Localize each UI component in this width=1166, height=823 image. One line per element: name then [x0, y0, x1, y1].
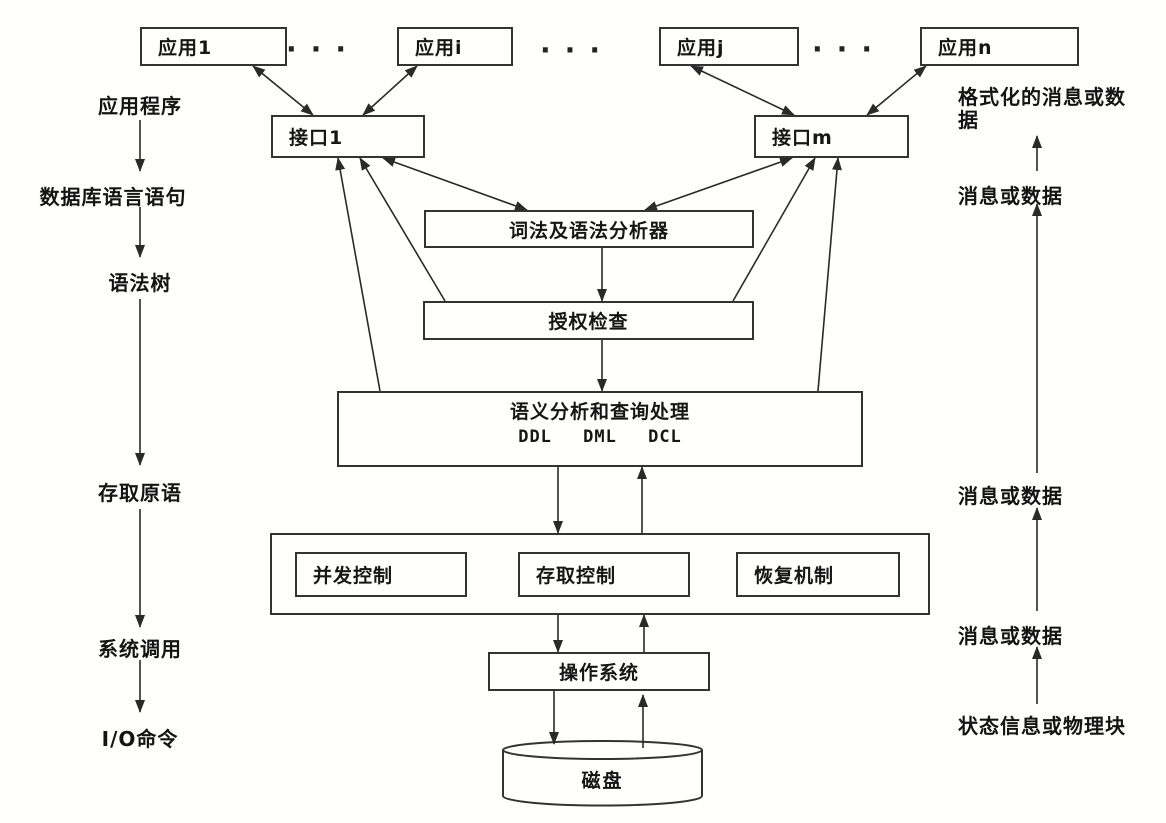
arrow [817, 157, 842, 392]
interface1-box: 接口1 [271, 115, 425, 158]
ellipsis-apps-2: ··· [540, 33, 614, 67]
arrow [644, 157, 793, 211]
auth-check-box: 授权检查 [423, 301, 754, 340]
arrow [732, 157, 816, 302]
right-flow-label-status-block: 状态信息或物理块 [958, 714, 1126, 738]
left-flow-label-access-primitive: 存取原语 [98, 481, 182, 505]
interfacem-box: 接口m [754, 115, 909, 158]
left-flow-label-system-call: 系统调用 [98, 637, 182, 661]
lexer-parser-box: 词法及语法分析器 [424, 210, 754, 248]
left-flow-label-io-command: I/O命令 [101, 727, 179, 751]
right-flow-label-message-2: 消息或数据 [958, 484, 1063, 508]
right-flow-label-message-1: 消息或数据 [958, 184, 1063, 208]
disk-label: 磁盘 [581, 770, 624, 792]
arrow [359, 157, 446, 302]
ellipsis-apps-3: ··· [812, 32, 886, 66]
disk-cylinder [502, 740, 703, 807]
appi-box: 应用i [397, 27, 513, 66]
right-flow-label-formatted-data: 格式化的消息或数据 [958, 85, 1126, 132]
arrow [382, 157, 528, 211]
semantic-query-languages: DDL DML DCL [518, 427, 682, 447]
right-flow-label-message-3: 消息或数据 [958, 624, 1063, 648]
left-flow-label-syntax-tree: 语法树 [108, 271, 172, 295]
arrow [362, 65, 418, 116]
left-flow-label-application: 应用程序 [98, 94, 182, 118]
access-control-box: 存取控制 [518, 552, 690, 597]
arrow [335, 157, 381, 392]
left-flow-label-db-language: 数据库语言语句 [39, 185, 187, 209]
arrow [866, 65, 927, 116]
ellipsis-apps-1: ··· [286, 32, 360, 66]
recovery-mechanism-box: 恢复机制 [736, 552, 900, 597]
semantic-query-box: 语义分析和查询处理 DDL DML DCL [337, 391, 863, 467]
app1-box: 应用1 [140, 27, 287, 66]
appj-box: 应用j [659, 27, 799, 66]
arrow [252, 65, 314, 116]
arrow [690, 65, 795, 116]
concurrency-control-box: 并发控制 [295, 552, 467, 597]
appn-box: 应用n [920, 27, 1079, 66]
os-box: 操作系统 [488, 652, 710, 691]
semantic-query-title: 语义分析和查询处理 [509, 401, 690, 423]
